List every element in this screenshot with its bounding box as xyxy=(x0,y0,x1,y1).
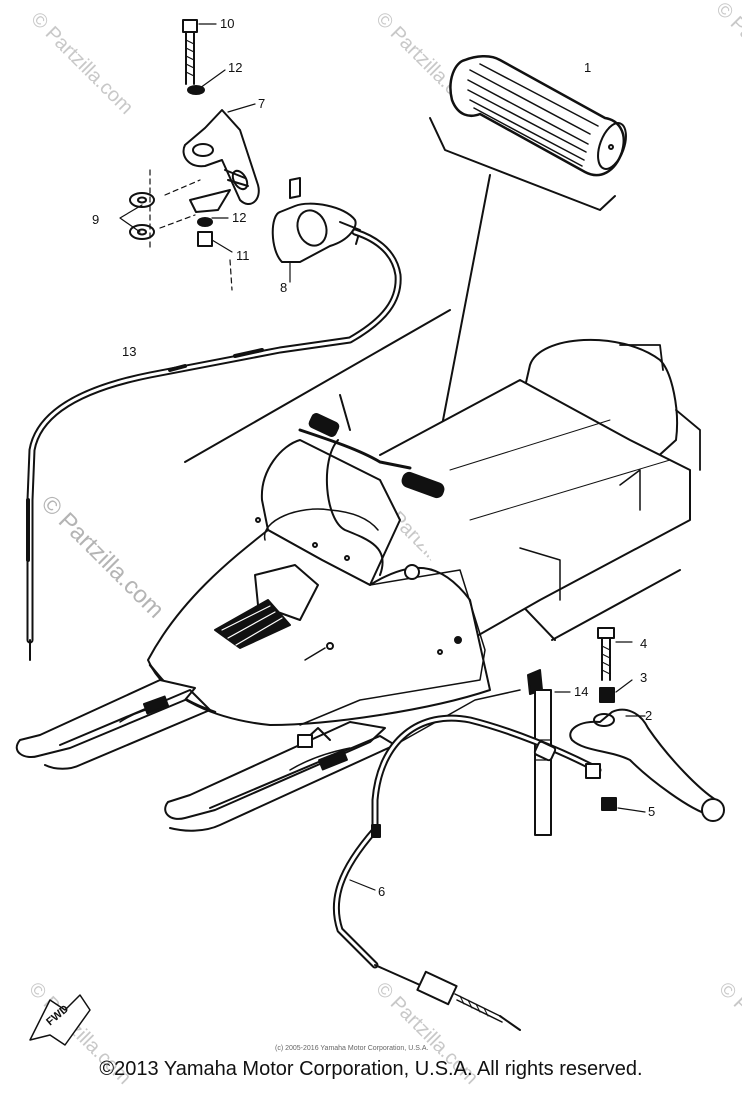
part-label-12-lower: 12 xyxy=(232,210,246,225)
part-label-2: 2 xyxy=(645,708,652,723)
footer-copyright: ©2013 Yamaha Motor Corporation, U.S.A. A… xyxy=(99,1058,643,1080)
part-label-1: 1 xyxy=(584,60,591,75)
part-label-6: 6 xyxy=(378,884,385,899)
snowmobile-body xyxy=(147,338,701,726)
watermark: © Partzilla.com xyxy=(26,8,137,119)
part-label-5: 5 xyxy=(648,804,655,819)
part-label-11: 11 xyxy=(236,248,250,263)
part-label-14: 14 xyxy=(574,684,588,699)
throttle-housing-part-8 xyxy=(271,177,361,283)
small-copyright: (c) 2005-2016 Yamaha Motor Corporation, … xyxy=(275,1045,428,1052)
ski-right xyxy=(164,721,396,832)
grip-part-1 xyxy=(429,55,627,211)
part-label-4: 4 xyxy=(640,636,647,651)
kill-switch-part-14 xyxy=(527,669,571,836)
part-label-12-upper: 12 xyxy=(228,60,242,75)
bracket-assembly xyxy=(119,19,260,291)
brake-cable-part-6 xyxy=(332,714,602,1031)
part-label-8: 8 xyxy=(280,280,287,295)
part-label-7: 7 xyxy=(258,96,265,111)
part-label-9: 9 xyxy=(92,212,99,227)
brake-lever-assembly xyxy=(569,627,725,822)
watermark: © Partzilla.com xyxy=(36,490,169,623)
part-label-3: 3 xyxy=(640,670,647,685)
ski-left xyxy=(15,679,211,770)
fwd-arrow xyxy=(29,994,91,1046)
watermark: © Partzilla.com xyxy=(711,0,742,109)
part-label-13: 13 xyxy=(122,344,136,359)
part-labels: 1 2 3 4 5 6 7 8 9 10 11 12 12 13 14 xyxy=(92,16,655,899)
part-label-10: 10 xyxy=(220,16,234,31)
throttle-cable-part-13 xyxy=(26,228,402,661)
